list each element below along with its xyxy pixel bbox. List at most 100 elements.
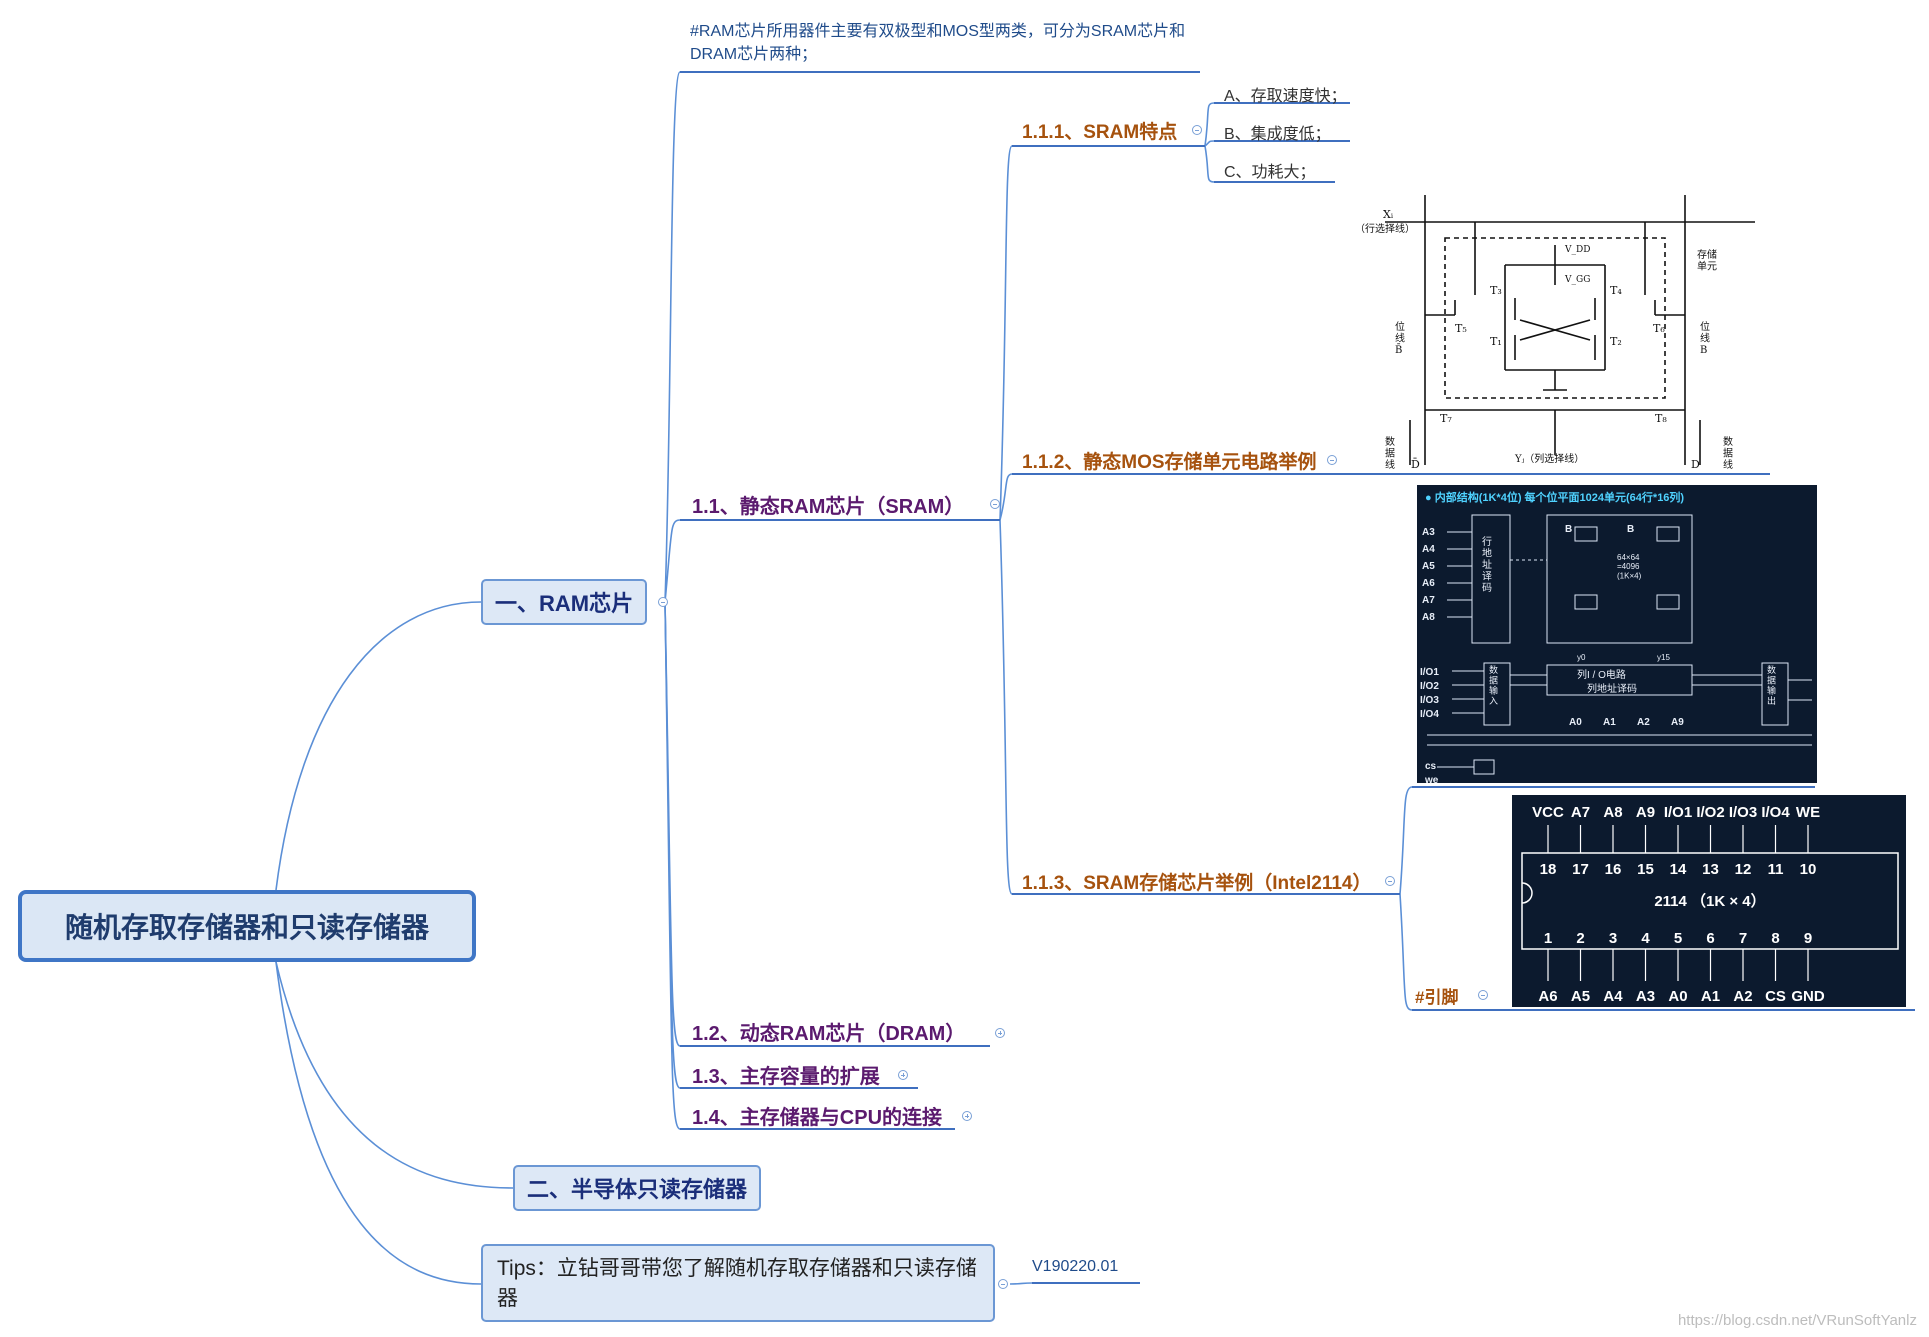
topic-intel2114[interactable]: 1.1.3、SRAM存储芯片举例（Intel2114）	[1022, 873, 1372, 894]
version-label[interactable]: V190220.01	[1032, 1258, 1119, 1275]
label-d: D	[1691, 458, 1700, 470]
pin-bottom-name-8: GND	[1791, 988, 1825, 1005]
pin-top-name-2: A8	[1603, 804, 1622, 821]
label-d-bar: D̄	[1411, 458, 1420, 470]
topic-ram-chip[interactable]: 一、RAM芯片	[481, 579, 648, 625]
link-chip-structure	[1399, 786, 1413, 895]
pin-top-name-1: A7	[1571, 804, 1590, 821]
collapse-toggle-features[interactable]	[1192, 125, 1202, 135]
link-sram-feature	[999, 145, 1013, 521]
topic-cpu-connection[interactable]: 1.4、主存储器与CPU的连接	[692, 1107, 943, 1129]
pin-top-name-3: A9	[1636, 804, 1655, 821]
link-b1-dram	[664, 601, 681, 1047]
topic-tips[interactable]: Tips：立钻哥哥带您了解随机存取存储器和只读存储器	[481, 1244, 995, 1322]
ram-note[interactable]: #RAM芯片所用器件主要有双极型和MOS型两类，可分为SRAM芯片和DRAM芯片…	[690, 23, 1186, 63]
pin-top-number-6: 12	[1735, 861, 1752, 878]
label-t2: T₂	[1610, 335, 1622, 348]
data-output: 数据输出	[1767, 664, 1776, 706]
pin-bottom-name-5: A1	[1701, 988, 1720, 1005]
label-b1: B	[1565, 524, 1572, 535]
pin-bottom-name-0: A6	[1538, 988, 1557, 1005]
label-t7: T₇	[1440, 412, 1452, 425]
array-size: 64×64=4096(1K×4)	[1617, 553, 1642, 580]
pin-bottom-number-3: 4	[1641, 930, 1650, 947]
collapse-toggle-tips[interactable]	[998, 1279, 1008, 1289]
collapse-toggle-intel2114[interactable]	[1385, 876, 1395, 886]
label-vgg: V_GG	[1564, 275, 1590, 285]
feature-power[interactable]: C、功耗大；	[1224, 164, 1316, 181]
pin-bottom-number-6: 7	[1739, 930, 1747, 947]
label-xi: Xᵢ	[1383, 208, 1394, 221]
pin-top-number-4: 14	[1670, 861, 1687, 878]
topic-dram[interactable]: 1.2、动态RAM芯片（DRAM）	[692, 1023, 966, 1045]
pin-top-name-0: VCC	[1532, 804, 1564, 821]
topic-sram-features[interactable]: 1.1.1、SRAM特点	[1022, 122, 1178, 143]
link-root-branch2	[275, 961, 514, 1189]
pin-top-name-7: I/O4	[1761, 804, 1790, 821]
pin-bottom-name-3: A3	[1636, 988, 1655, 1005]
addr-a5: A5	[1422, 561, 1435, 572]
row-addr-decoder: 行地址译码	[1482, 535, 1492, 594]
topic-mos-circuit[interactable]: 1.1.2、静态MOS存储单元电路举例	[1022, 452, 1317, 473]
label-we: we	[1424, 775, 1439, 783]
label-row-line: （行选择线）	[1355, 222, 1415, 235]
label-cs: cs	[1425, 761, 1437, 772]
pin-top-number-0: 18	[1540, 861, 1557, 878]
topic-pins[interactable]: #引脚	[1415, 988, 1459, 1007]
link-b1-sram	[664, 519, 681, 603]
col-addr-decoder: 列地址译码	[1587, 682, 1637, 695]
pin-top-number-1: 17	[1572, 861, 1589, 878]
label-t6: T₆	[1653, 322, 1665, 335]
collapse-toggle-circuit[interactable]	[1327, 455, 1337, 465]
collapse-toggle-sram[interactable]	[990, 499, 1000, 509]
link-chip-pins	[1399, 893, 1413, 1011]
pin-bottom-number-8: 9	[1804, 930, 1812, 947]
label-cell: 存储单元	[1697, 248, 1717, 273]
pin-top-name-4: I/O1	[1664, 804, 1692, 821]
label-data-left: 数据线	[1385, 435, 1395, 470]
link-b1-expand	[664, 601, 681, 1089]
link-root-tips	[275, 961, 482, 1285]
root-topic[interactable]: 随机存取存储器和只读存储器	[18, 890, 476, 962]
expand-toggle-expansion[interactable]	[898, 1070, 908, 1080]
label-data-right: 数据线	[1723, 435, 1733, 470]
mos-circuit-image: Xᵢ （行选择线） V_DD V_GG T₃ T₄ T₅ T₆ T₁ T₂ T₇…	[1355, 190, 1755, 470]
pin-bottom-number-7: 8	[1771, 930, 1779, 947]
topic-sram[interactable]: 1.1、静态RAM芯片（SRAM）	[692, 496, 965, 518]
topic-rom[interactable]: 二、半导体只读存储器	[513, 1165, 762, 1211]
link-sram-circuit	[999, 473, 1013, 521]
pin-bottom-number-1: 2	[1576, 930, 1584, 947]
data-input: 数据输入	[1489, 664, 1498, 706]
label-b2: B	[1627, 524, 1634, 535]
pin-bottom-name-7: CS	[1765, 988, 1786, 1005]
link-b1-cpu	[664, 601, 681, 1130]
feature-speed[interactable]: A、存取速度快；	[1224, 88, 1347, 105]
pin-top-number-2: 16	[1605, 861, 1622, 878]
feature-density[interactable]: B、集成度低；	[1224, 126, 1331, 143]
watermark: https://blog.csdn.net/VRunSoftYanlz	[1677, 1312, 1917, 1329]
label-y0: y0	[1577, 653, 1586, 662]
addr-a6: A6	[1422, 578, 1435, 589]
topic-expansion[interactable]: 1.3、主存容量的扩展	[692, 1066, 880, 1088]
addr-a9: A9	[1671, 717, 1684, 728]
link-feature-a	[1204, 102, 1215, 147]
collapse-toggle-branch1[interactable]	[658, 597, 668, 607]
label-t5: T₅	[1455, 322, 1467, 335]
label-t3: T₃	[1490, 284, 1502, 297]
label-t8: T₈	[1655, 412, 1667, 425]
expand-toggle-cpu-connection[interactable]	[962, 1111, 972, 1121]
pin-top-name-8: WE	[1796, 804, 1820, 821]
expand-toggle-dram[interactable]	[995, 1028, 1005, 1038]
pin-top-name-5: I/O2	[1696, 804, 1724, 821]
pin-top-number-3: 15	[1637, 861, 1654, 878]
link-sram-chip	[999, 519, 1013, 895]
label-vdd: V_DD	[1564, 245, 1590, 255]
label-y15: y15	[1657, 653, 1670, 662]
link-root-branch1	[275, 601, 482, 891]
io-3: I/O3	[1420, 695, 1439, 706]
pin-bottom-number-2: 3	[1609, 930, 1617, 947]
collapse-toggle-pins[interactable]	[1478, 990, 1488, 1000]
label-t1: T₁	[1490, 335, 1502, 348]
